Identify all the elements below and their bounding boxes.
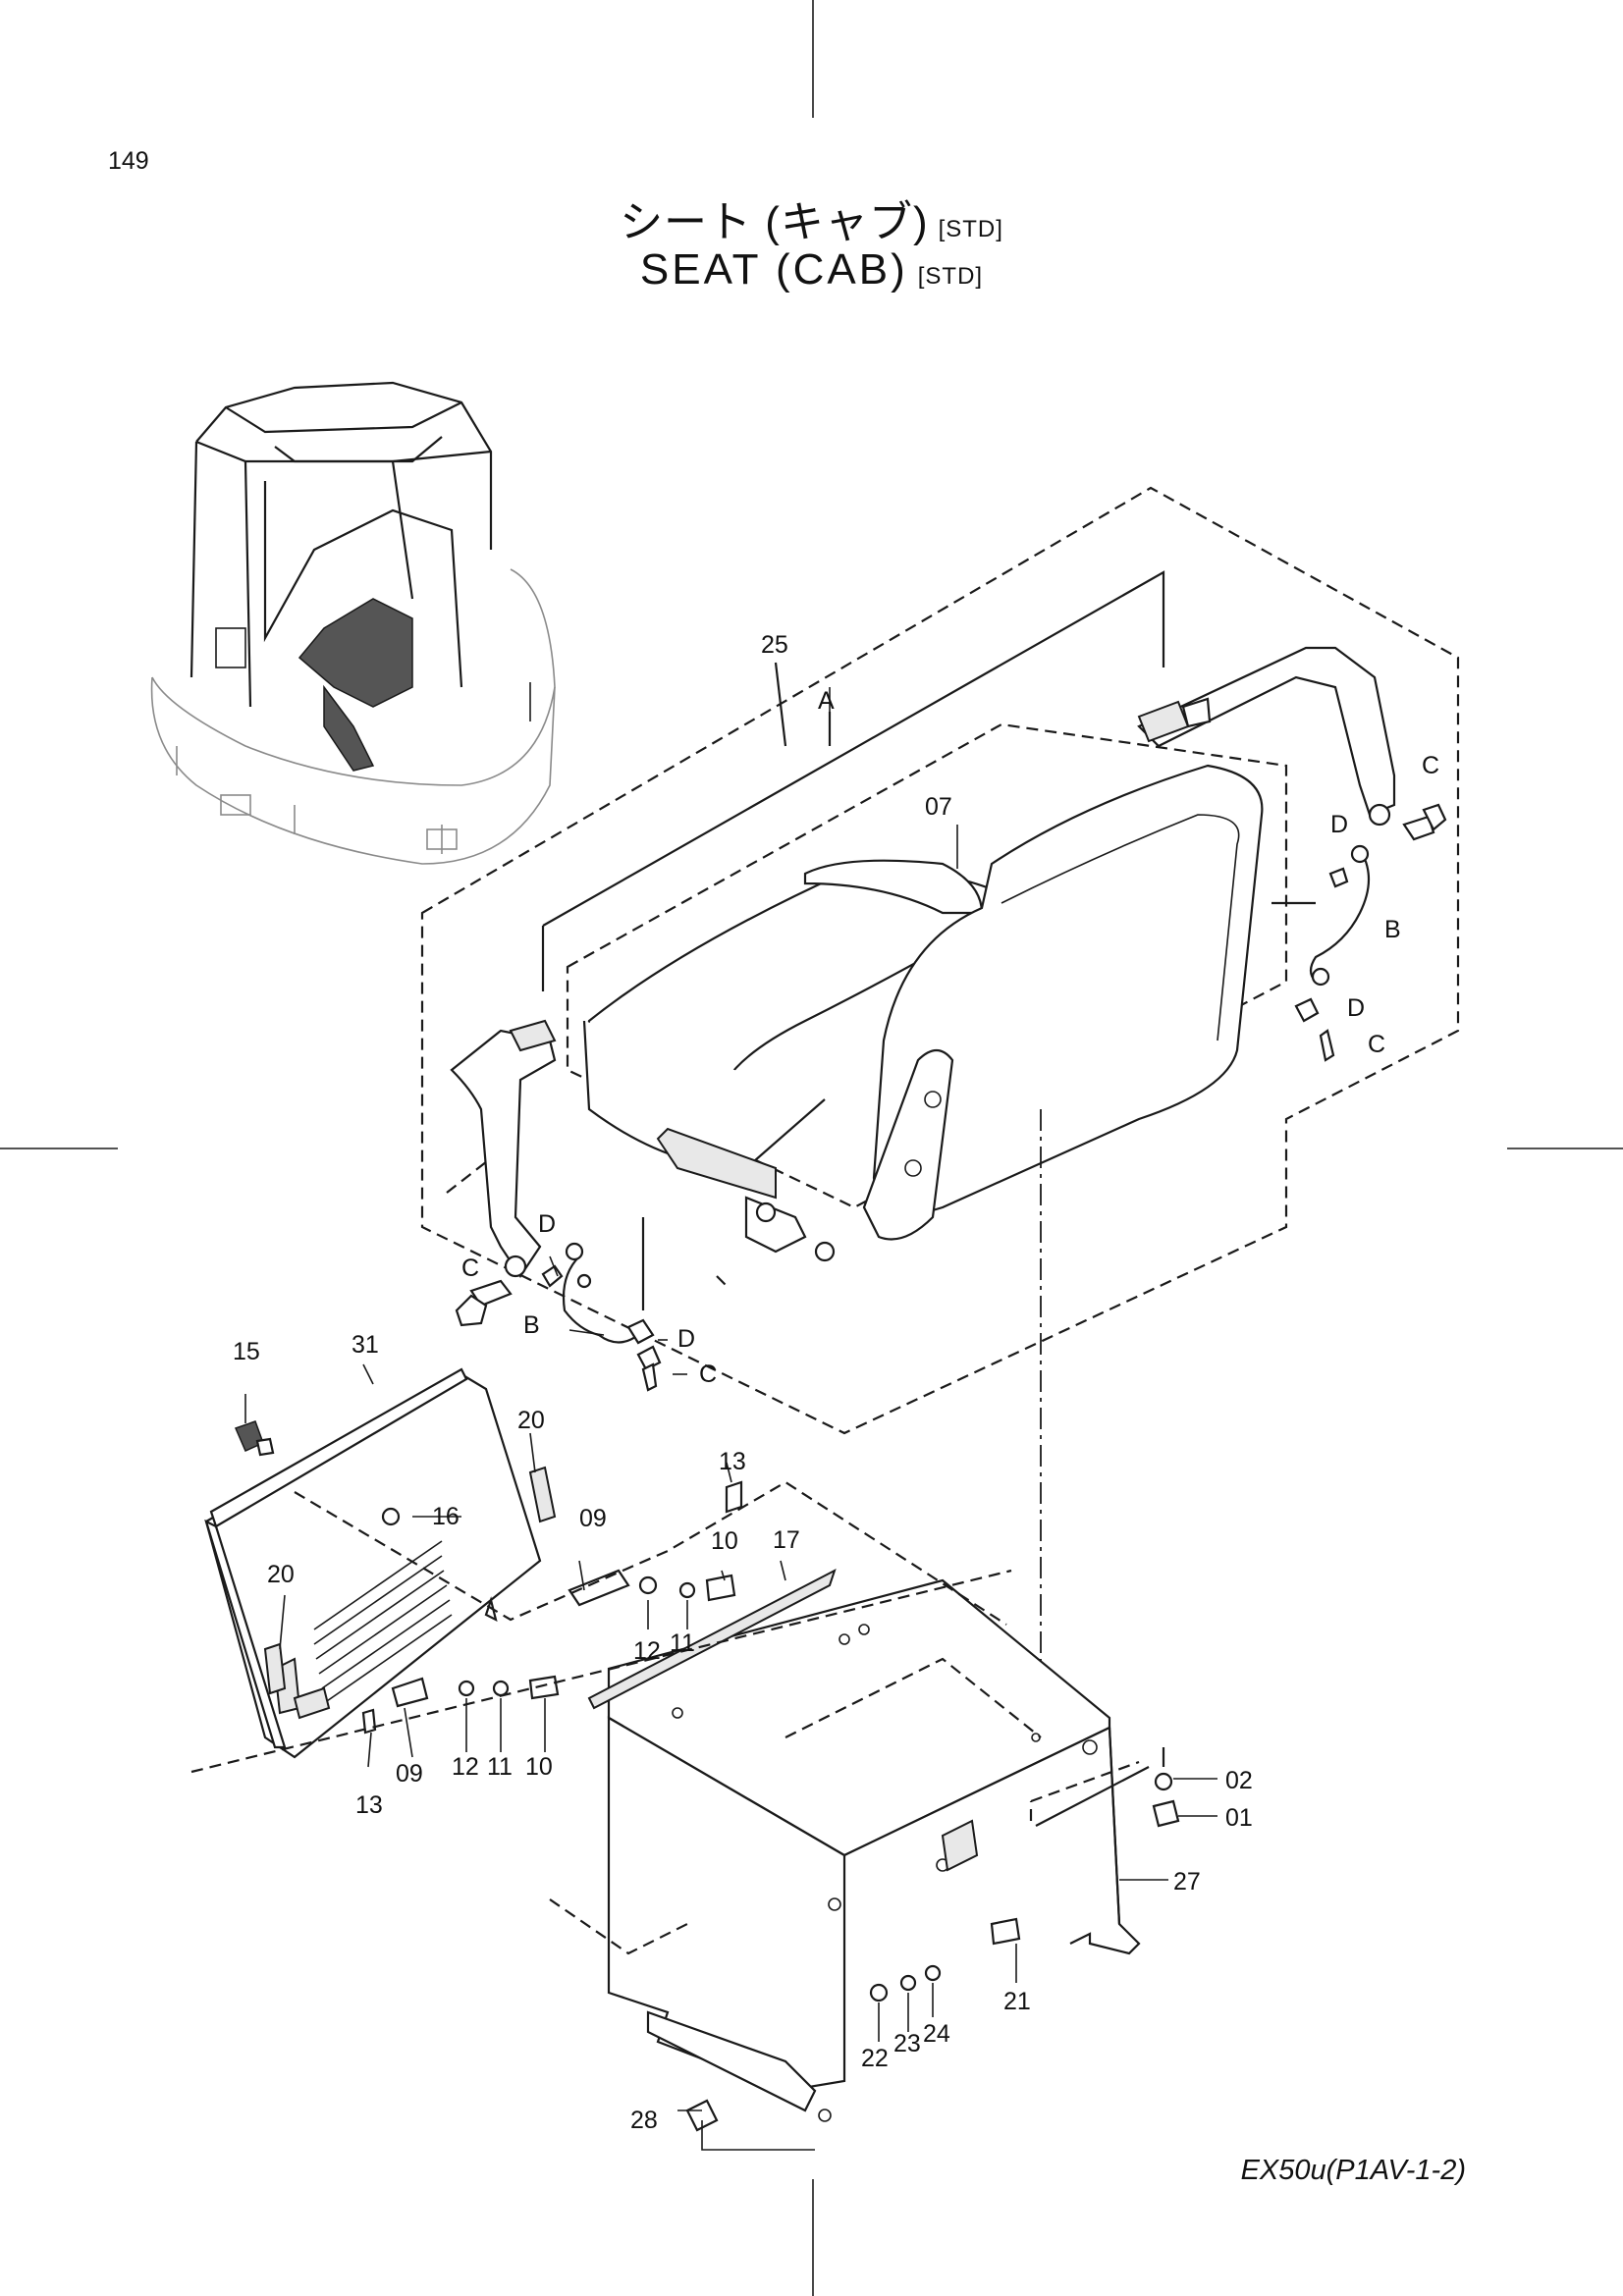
page-title-english: SEAT (CAB) [STD] [0, 245, 1623, 294]
label-28: 28 [630, 2107, 658, 2134]
seat-belt-right [1137, 646, 1447, 1062]
label-11-top: 11 [670, 1629, 695, 1657]
seat-belt-left [450, 1019, 662, 1392]
seat-07 [582, 764, 1264, 1262]
label-10-bottom: 10 [525, 1753, 553, 1781]
label-A: A [818, 687, 835, 715]
label-B-left: B [523, 1311, 540, 1339]
label-13-bottom: 13 [355, 1791, 383, 1819]
part-labels: 25 A 07 C D B D C C D B D C 15 31 20 16 … [233, 631, 1439, 2134]
title-en-text: SEAT (CAB) [639, 245, 908, 294]
label-07: 07 [925, 793, 952, 821]
label-23: 23 [893, 2030, 921, 2057]
label-25: 25 [761, 631, 788, 659]
panel-31 [204, 1367, 542, 1759]
leader-lines [190, 682, 1217, 2151]
label-C-right-top: C [1422, 752, 1439, 779]
label-12-bottom: 12 [452, 1753, 479, 1781]
label-13-top: 13 [719, 1448, 746, 1475]
label-31: 31 [352, 1331, 379, 1359]
label-01: 01 [1225, 1804, 1253, 1832]
label-20-top: 20 [517, 1407, 545, 1434]
label-D-left-top: D [538, 1210, 556, 1238]
label-20-left: 20 [267, 1561, 295, 1588]
label-C-left-top: C [461, 1255, 479, 1282]
label-D-right-bottom: D [1347, 994, 1365, 1022]
label-21: 21 [1003, 1988, 1031, 2015]
label-11-bottom: 11 [487, 1753, 513, 1781]
label-09-top: 09 [579, 1505, 607, 1532]
seat-stand-27 [607, 1578, 1150, 2122]
label-10-top: 10 [711, 1527, 738, 1555]
label-16: 16 [432, 1503, 460, 1530]
label-D-left-bottom: D [677, 1325, 695, 1353]
title-en-tag: [STD] [917, 263, 984, 290]
bracket-A [541, 570, 1165, 991]
page-number: 149 [108, 147, 149, 175]
label-C-right-bottom: C [1368, 1031, 1385, 1058]
label-17: 17 [773, 1526, 800, 1554]
label-22: 22 [861, 2045, 889, 2072]
cab-location-thumbnail [150, 381, 556, 865]
model-code: EX50u(P1AV-1-2) [1240, 2155, 1466, 2186]
title-jp-tag: [STD] [938, 216, 1003, 242]
title-jp-text: シート (キャブ) [620, 198, 929, 246]
label-09-bottom: 09 [396, 1760, 423, 1788]
page-title-japanese: シート (キャブ) [STD] [0, 187, 1623, 249]
label-B-right: B [1384, 916, 1401, 943]
label-24: 24 [923, 2020, 950, 2048]
label-C-left-bottom: C [699, 1361, 717, 1388]
label-D-right-top: D [1330, 811, 1348, 838]
label-02: 02 [1225, 1767, 1253, 1794]
label-15: 15 [233, 1338, 260, 1365]
label-12-top: 12 [633, 1637, 661, 1665]
label-27: 27 [1173, 1868, 1201, 1896]
